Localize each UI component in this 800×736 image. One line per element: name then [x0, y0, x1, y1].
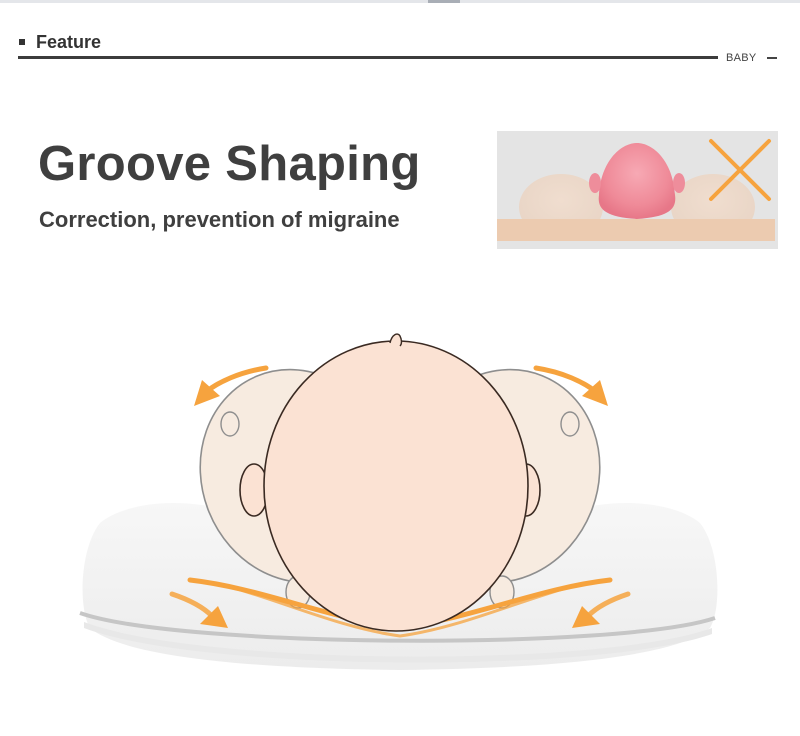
- feature-subtitle: Correction, prevention of migraine: [39, 207, 400, 232]
- section-title: Feature: [36, 32, 102, 52]
- curved-arrow-icon: [194, 365, 269, 406]
- curved-arrow-icon: [533, 365, 608, 406]
- flat-head-ear-left: [589, 173, 601, 193]
- top-strip: [0, 0, 800, 3]
- pillow-base: [84, 622, 712, 663]
- curved-arrow-icon: [169, 591, 228, 628]
- flat-surface: [497, 219, 775, 241]
- section-tag-dash: [767, 57, 777, 59]
- groove-pillow-illustration: [79, 333, 718, 670]
- flat-head-ear-right: [673, 173, 685, 193]
- top-strip-notch: [428, 0, 460, 3]
- pillow-seam: [79, 611, 716, 643]
- cross-icon: [709, 139, 771, 201]
- section-divider: [18, 56, 718, 59]
- section-header: Feature BABY: [18, 30, 778, 70]
- baby-head: [239, 333, 541, 632]
- feature-title: Groove Shaping: [38, 137, 421, 191]
- flat-head: [598, 143, 676, 219]
- groove-curve-inner: [218, 582, 582, 638]
- wrong-shape-example: [497, 131, 778, 249]
- section-bullet: [19, 39, 25, 45]
- curved-arrow-icon: [572, 591, 631, 628]
- section-tag: BABY: [726, 52, 757, 64]
